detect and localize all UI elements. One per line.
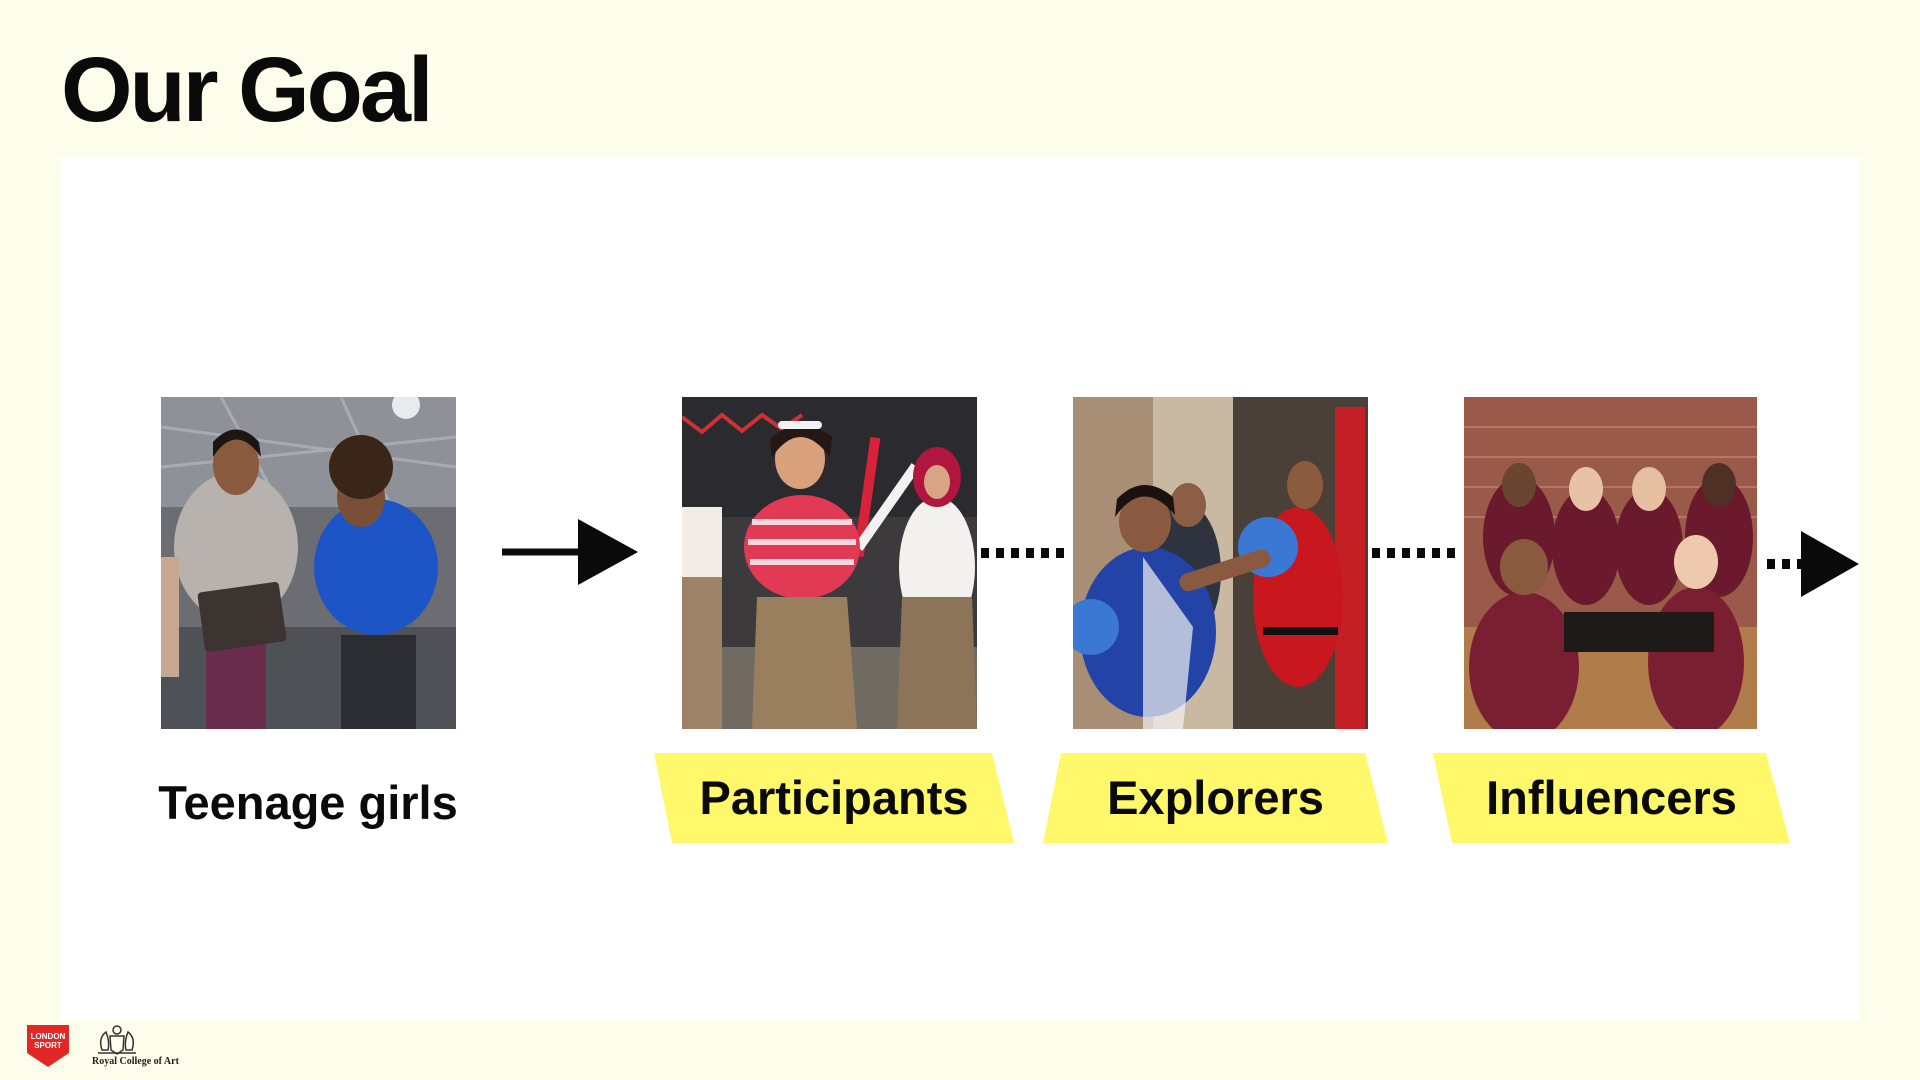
boxing-photo-icon [1073, 397, 1368, 729]
dotted-connector-1 [981, 548, 1069, 558]
crest-icon [98, 1025, 136, 1055]
solid-arrow-icon [502, 519, 638, 585]
stage-label-participants: Participants [699, 771, 969, 824]
page-title: Our Goal [61, 39, 434, 141]
shield-icon [27, 1025, 69, 1067]
dotted-arrow-icon [1767, 531, 1859, 597]
explorers-photo [1073, 397, 1368, 729]
stage-label-explorers: Explorers [1107, 771, 1324, 824]
stage-tag-explorers: Explorers [1043, 753, 1388, 843]
rca-logo-text: Royal College of Art [92, 1056, 179, 1067]
sack-race-photo-icon [682, 397, 977, 729]
london-sport-logo-text: LONDON SPORT [30, 1032, 66, 1050]
highlight-tag-shape [1043, 753, 1388, 843]
teenage-girls-photo [161, 397, 456, 729]
rca-logo: Royal College of Art [92, 1024, 202, 1070]
stage-label-teenage-girls: Teenage girls [158, 776, 458, 829]
stage-tag-influencers: Influencers [1433, 753, 1790, 843]
highlight-tag-shape [654, 753, 1014, 843]
influencers-photo [1464, 397, 1757, 729]
highlight-tag-shape [1433, 753, 1790, 843]
goal-diagram-panel: Teenage girls [60, 157, 1860, 1020]
team-photo-icon [1464, 397, 1757, 729]
stage-label-influencers: Influencers [1486, 771, 1737, 824]
stage-tag-participants: Participants [654, 753, 1014, 843]
london-sport-logo: LONDON SPORT [25, 1023, 71, 1069]
dotted-connector-2 [1372, 548, 1460, 558]
people-photo-icon [161, 397, 456, 729]
participants-photo [682, 397, 977, 729]
